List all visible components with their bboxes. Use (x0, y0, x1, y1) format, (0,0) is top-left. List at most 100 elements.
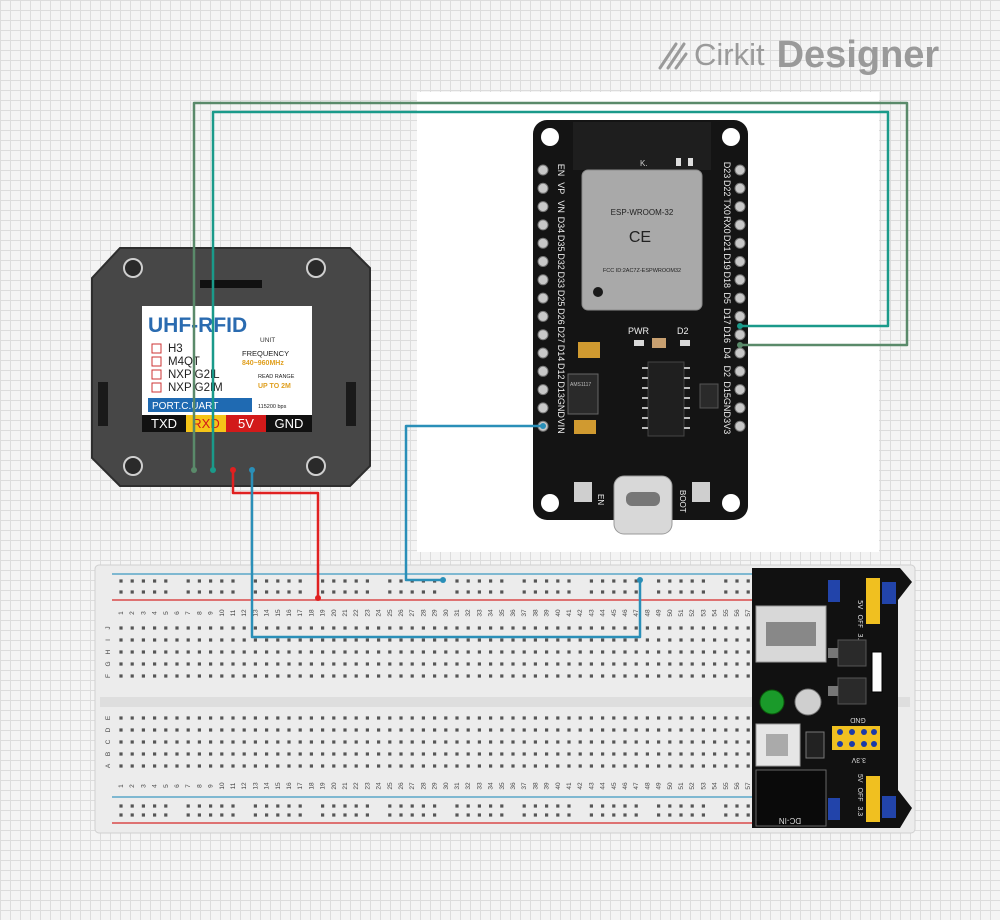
en-button[interactable] (574, 482, 592, 502)
esp32-pin[interactable] (537, 310, 549, 322)
column-number: 36 (510, 609, 517, 617)
wire-txd-to-d16[interactable] (192, 101, 909, 470)
column-number: 33 (476, 609, 483, 617)
esp32-pin[interactable] (537, 237, 549, 249)
column-number: 37 (521, 609, 528, 617)
column-number: 14 (264, 609, 271, 617)
column-number: 30 (443, 609, 450, 617)
esp32-devkit: K. ESP-WROOM-32 CE FCC ID:2AC7Z-ESPWROOM… (417, 92, 879, 552)
column-number: 21 (342, 782, 349, 790)
boot-button[interactable] (692, 482, 710, 502)
esp32-pin[interactable] (537, 329, 549, 341)
esp32-pin-label: 3V3 (722, 418, 732, 434)
bottom-right-rail-header[interactable] (882, 796, 896, 818)
esp32-pin[interactable] (734, 237, 746, 249)
esp32-pin[interactable] (734, 182, 746, 194)
esp32-pin-label: D21 (722, 235, 732, 252)
esp32-pin[interactable] (537, 219, 549, 231)
power-button[interactable] (794, 688, 822, 716)
esp32-pin[interactable] (734, 219, 746, 231)
column-number: 1 (118, 784, 125, 788)
esp32-pin[interactable] (537, 164, 549, 176)
esp32-pin-label: D22 (722, 180, 732, 197)
bottom-left-rail-header[interactable] (828, 798, 840, 820)
esp32-pin[interactable] (734, 402, 746, 414)
esp32-pin[interactable] (734, 201, 746, 213)
column-number: 37 (521, 782, 528, 790)
column-number: 34 (488, 609, 495, 617)
wire-5v-to-rail[interactable] (231, 470, 320, 598)
column-number: 51 (678, 782, 685, 790)
esp32-pin-label: D18 (722, 272, 732, 289)
esp32-pin[interactable] (734, 347, 746, 359)
wire-rxd-to-d17[interactable] (211, 110, 890, 470)
top-jumper[interactable] (866, 578, 880, 624)
top-jumper-off: OFF (856, 614, 864, 628)
esp32-pin[interactable] (537, 182, 549, 194)
esp32-pin[interactable] (734, 256, 746, 267)
antenna-mark: K. (640, 159, 648, 168)
esp32-pin[interactable] (734, 329, 746, 341)
column-number: 29 (432, 609, 439, 617)
esp32-pin[interactable] (734, 384, 746, 396)
column-number: 1 (118, 611, 125, 615)
esp32-pin[interactable] (537, 292, 549, 304)
column-number: 39 (544, 782, 551, 790)
esp32-pin-label: D32 (556, 253, 566, 270)
column-number: 28 (420, 609, 427, 617)
svg-text:5V OFF 3.3: 5V OFF 3.3 (856, 774, 863, 816)
esp32-pin[interactable] (734, 310, 746, 322)
bottom-jumper[interactable] (866, 776, 880, 822)
pin-txd: TXD (151, 416, 177, 431)
dc-jack[interactable] (755, 769, 827, 827)
column-number: 38 (532, 782, 539, 790)
column-number: 21 (342, 609, 349, 617)
esp32-pin-label: D14 (556, 345, 566, 362)
column-number: 8 (196, 784, 203, 788)
esp32-pin[interactable] (537, 201, 549, 213)
usb-uart-chip (647, 361, 685, 437)
column-number: 50 (667, 609, 674, 617)
esp32-pin[interactable] (537, 402, 549, 414)
top-jumper-3v3: 3.3 (856, 633, 864, 644)
esp32-pin[interactable] (537, 274, 549, 286)
column-number: 54 (712, 609, 719, 617)
esp32-pin[interactable] (734, 274, 746, 286)
column-number: 46 (622, 609, 629, 617)
breadboard-labels: 1122334455667788991010111112121313141415… (105, 609, 752, 790)
wire-gnd-to-rail[interactable] (250, 470, 642, 639)
esp32-pin[interactable] (537, 256, 549, 267)
column-number: 44 (600, 609, 607, 617)
esp32-pin-label: VIN (556, 419, 566, 434)
column-number: 10 (219, 782, 226, 790)
wire-end-txd (191, 467, 197, 473)
logo-brand: Cirkit (694, 37, 765, 72)
esp32-pin-label: RX0 (722, 216, 732, 234)
column-number: 14 (264, 782, 271, 790)
wire-end-5v (230, 467, 236, 473)
column-number: 48 (644, 609, 651, 617)
esp32-pin[interactable] (734, 164, 746, 176)
esp32-pin-label: D34 (556, 217, 566, 234)
esp32-pin[interactable] (734, 365, 746, 377)
esp32-pin[interactable] (734, 420, 746, 432)
esp32-pin[interactable] (537, 384, 549, 396)
top-left-rail-header[interactable] (828, 580, 840, 602)
esp32-pin[interactable] (537, 347, 549, 359)
column-number: 42 (577, 782, 584, 790)
rfid-title: UHF-RFID (148, 314, 247, 337)
cirkit-logo-icon (658, 42, 688, 70)
esp32-pin-label: D2 (722, 366, 732, 378)
wire-esp-gnd-to-rail[interactable] (404, 424, 543, 582)
esp32-pin-label: D27 (556, 326, 566, 343)
column-number: 7 (185, 784, 192, 788)
top-right-rail-header[interactable] (882, 582, 896, 604)
esp32-pin[interactable] (734, 292, 746, 304)
column-number: 33 (476, 782, 483, 790)
column-number: 7 (185, 611, 192, 615)
column-number: 41 (566, 782, 573, 790)
read-range-label: READ RANGE (258, 374, 295, 380)
esp32-pin[interactable] (537, 365, 549, 377)
column-number: 20 (331, 782, 338, 790)
